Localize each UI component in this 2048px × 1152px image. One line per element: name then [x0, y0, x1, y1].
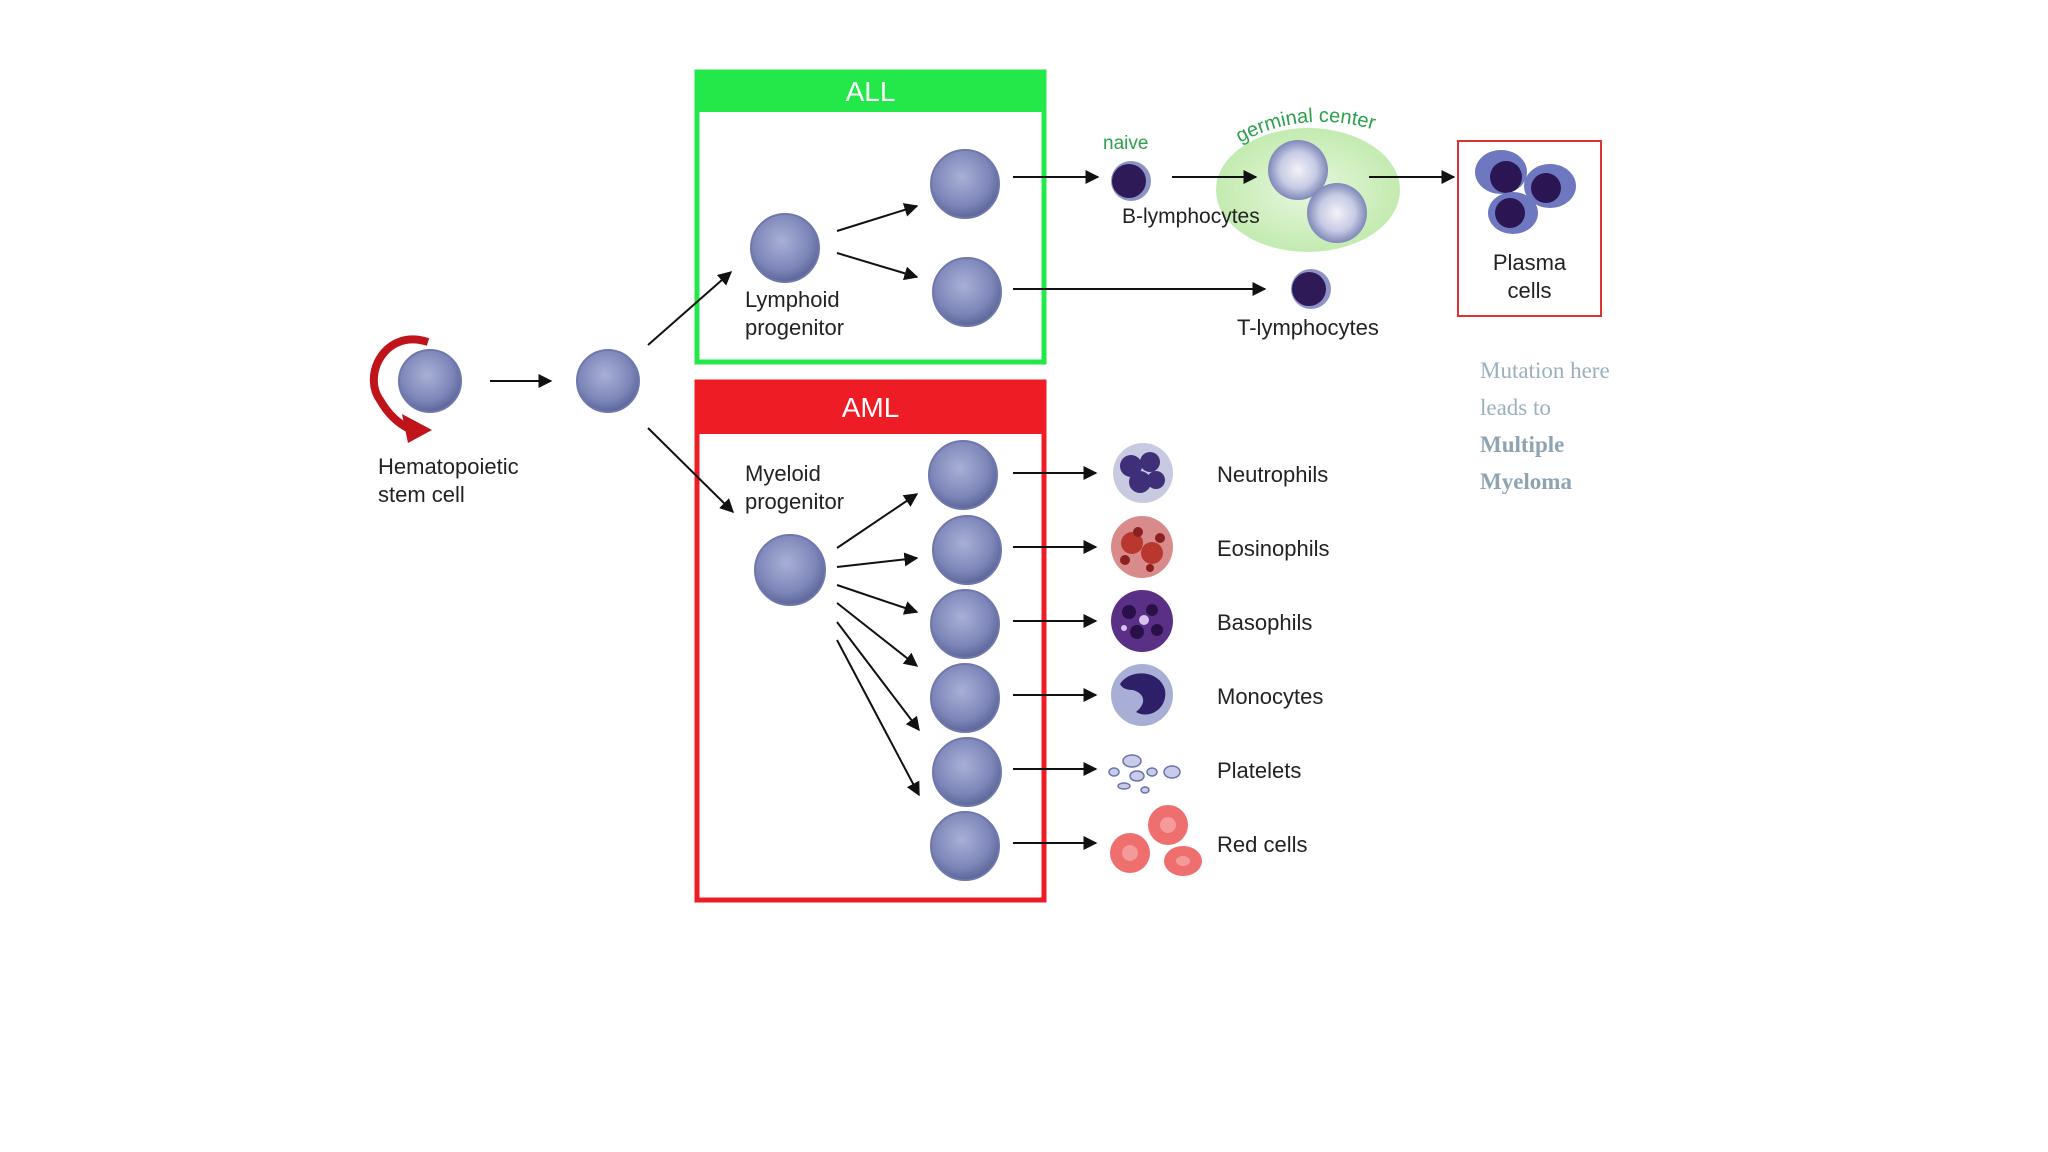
monocyte-cell	[1111, 664, 1173, 726]
myeloid-progenitor-label: Myeloid progenitor	[745, 461, 845, 514]
self-renewal-arrow	[369, 335, 430, 434]
arrow	[647, 271, 733, 346]
all-box-header	[697, 72, 1044, 112]
basophil-cell	[1111, 590, 1173, 652]
red-cells-icon	[1110, 805, 1202, 876]
arrow	[836, 552, 919, 568]
basophils-label: Basophils	[1217, 610, 1313, 635]
arrow	[836, 493, 919, 549]
myeloid-blast-cell	[930, 663, 1000, 733]
arrow	[836, 252, 919, 281]
platelets-label: Platelets	[1217, 758, 1302, 783]
eosinophils-label: Eosinophils	[1217, 536, 1330, 561]
aml-label: AML	[841, 392, 900, 423]
b-lymphocytes-label: B-lymphocytes	[1122, 205, 1260, 228]
multiple-myeloma-note: Mutation here leads to Multiple Myeloma	[1480, 358, 1610, 494]
t-lymphocytes-label: T-lymphocytes	[1237, 315, 1379, 340]
naive-label: naive	[1103, 133, 1149, 154]
lymphoid-blast-cell	[932, 257, 1002, 327]
red-cells-label: Red cells	[1217, 832, 1308, 857]
arrow	[836, 602, 919, 667]
eosinophil-cell	[1111, 516, 1173, 578]
neutrophil-cell	[1113, 443, 1173, 503]
lymphoid-progenitor-label: Lymphoid progenitor	[745, 287, 845, 340]
arrow	[836, 639, 920, 797]
myeloid-blast-cell	[932, 515, 1002, 585]
stem-cell-label: Hematopoietic stem cell	[378, 454, 519, 507]
stem-cell	[398, 349, 462, 413]
t-lymphocyte-cell	[1291, 269, 1331, 309]
plasma-cells-icon	[1475, 150, 1576, 234]
lymphoid-blast-cell	[930, 149, 1000, 219]
myeloid-blast-cell	[930, 589, 1000, 659]
germinal-cell	[1268, 140, 1328, 200]
myeloid-blast-cell	[930, 811, 1000, 881]
myeloid-progenitor-cell	[754, 534, 826, 606]
monocytes-label: Monocytes	[1217, 684, 1324, 709]
arrows	[490, 170, 1456, 850]
self-renewal-arrowhead	[402, 414, 432, 443]
arrow	[836, 584, 919, 615]
all-label: ALL	[845, 76, 896, 107]
neutrophils-label: Neutrophils	[1217, 462, 1329, 487]
progenitor-cells	[398, 149, 1002, 881]
plasma-cells-box	[1457, 140, 1602, 317]
myeloid-blast-cell	[932, 737, 1002, 807]
b-lymphocyte-cell	[1111, 161, 1151, 201]
arrow	[647, 427, 734, 513]
aml-box-header	[697, 382, 1044, 434]
platelets-icon	[1108, 754, 1181, 794]
common-progenitor-cell	[576, 349, 640, 413]
arrow	[836, 621, 920, 732]
myeloid-blast-cell	[928, 440, 998, 510]
arrow	[836, 203, 919, 232]
plasma-cells-label: Plasma cells	[1492, 250, 1567, 303]
lymphoid-progenitor-cell	[750, 213, 820, 283]
germinal-cell	[1307, 183, 1367, 243]
